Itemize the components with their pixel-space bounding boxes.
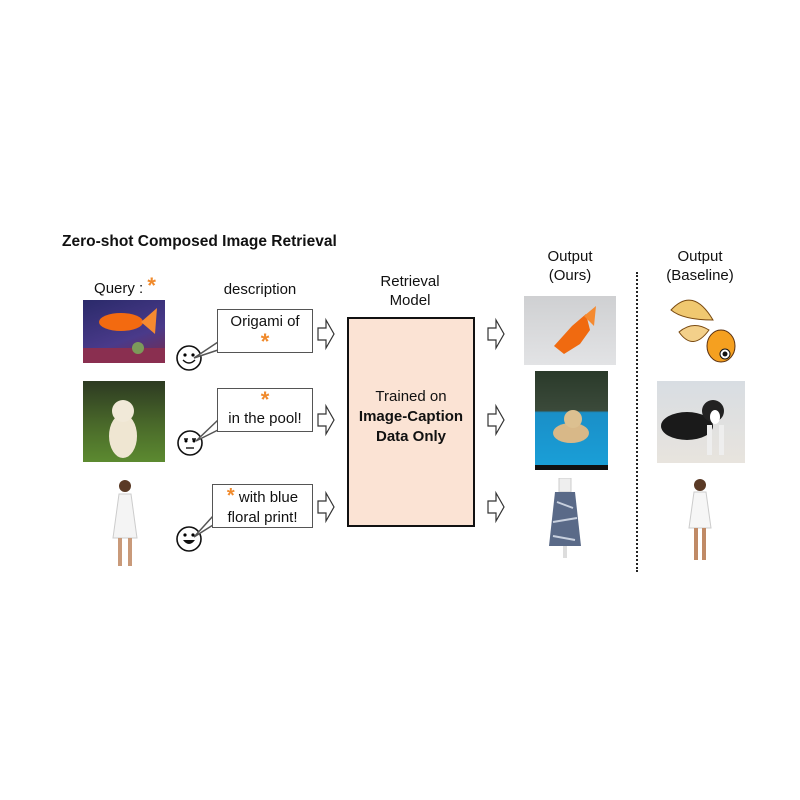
input-arrows [317, 317, 335, 524]
arrow-right-icon [487, 490, 505, 524]
arrow-right-icon [317, 490, 335, 524]
cartoon-goldfish-image [670, 299, 736, 363]
output-arrows [487, 317, 505, 524]
ours-image-floral-dress [545, 478, 585, 560]
dog-image [109, 400, 137, 458]
description-text: Origami of [230, 313, 300, 330]
arrow-right-icon [317, 403, 335, 437]
query-image-dress [105, 478, 145, 570]
query-image-dog [83, 381, 165, 462]
star-icon: * [260, 387, 270, 412]
neutral-face-icon [177, 430, 203, 456]
output-baseline-header: Output (Baseline) [650, 247, 750, 285]
description-text: in the pool! [228, 410, 302, 427]
description-text: with blue [238, 489, 299, 506]
output-baseline-line1: Output [677, 248, 723, 265]
output-baseline-line2: (Baseline) [666, 267, 734, 284]
arrow-right-icon [317, 317, 335, 351]
star-icon: * [260, 329, 270, 354]
origami-goldfish-image [554, 306, 596, 354]
model-header-line1: Retrieval [380, 273, 440, 290]
divider-dotted-line [636, 272, 638, 572]
output-ours-line1: Output [547, 248, 593, 265]
description-bubble-1: Origami of * [217, 309, 313, 353]
output-ours-line2: (Ours) [548, 267, 592, 284]
query-label: Query : [94, 280, 144, 297]
model-box-line2: Image-Caption [358, 408, 464, 425]
goldfish-image [83, 308, 165, 363]
floral-dress-image [549, 478, 581, 558]
grinning-face-icon [176, 526, 202, 552]
model-header: Retrieval Model [365, 272, 455, 310]
woman-white-dress-image [112, 480, 138, 566]
baseline-image-beach-dog [657, 381, 745, 463]
ours-image-dog-pool [535, 371, 608, 470]
dog-on-beach-image [661, 400, 724, 455]
retrieval-model-box: Trained on Image-Caption Data Only [347, 317, 475, 527]
woman-white-dress-image [688, 479, 712, 560]
baseline-image-cartoon-fish [663, 290, 743, 368]
output-ours-header: Output (Ours) [525, 247, 615, 285]
figure-title: Zero-shot Composed Image Retrieval [62, 233, 337, 250]
ours-image-origami-fish [524, 296, 616, 365]
description-text: floral print! [227, 509, 298, 526]
description-bubble-2: * in the pool! [217, 388, 313, 432]
model-box-line1: Trained on [375, 388, 447, 405]
model-header-line2: Model [389, 292, 431, 309]
star-icon: * [147, 273, 156, 298]
model-box-line3: Data Only [375, 428, 447, 445]
description-header: description [223, 281, 297, 298]
smiling-face-icon [176, 345, 202, 371]
description-bubble-3: * with blue floral print! [212, 484, 313, 528]
dog-in-pool-image [535, 410, 608, 470]
star-icon: * [226, 485, 235, 507]
query-image-goldfish [83, 300, 165, 363]
baseline-image-white-dress [685, 478, 715, 564]
query-header: Query : * [80, 273, 170, 298]
arrow-right-icon [487, 317, 505, 351]
arrow-right-icon [487, 403, 505, 437]
bubble-tails [193, 341, 219, 538]
